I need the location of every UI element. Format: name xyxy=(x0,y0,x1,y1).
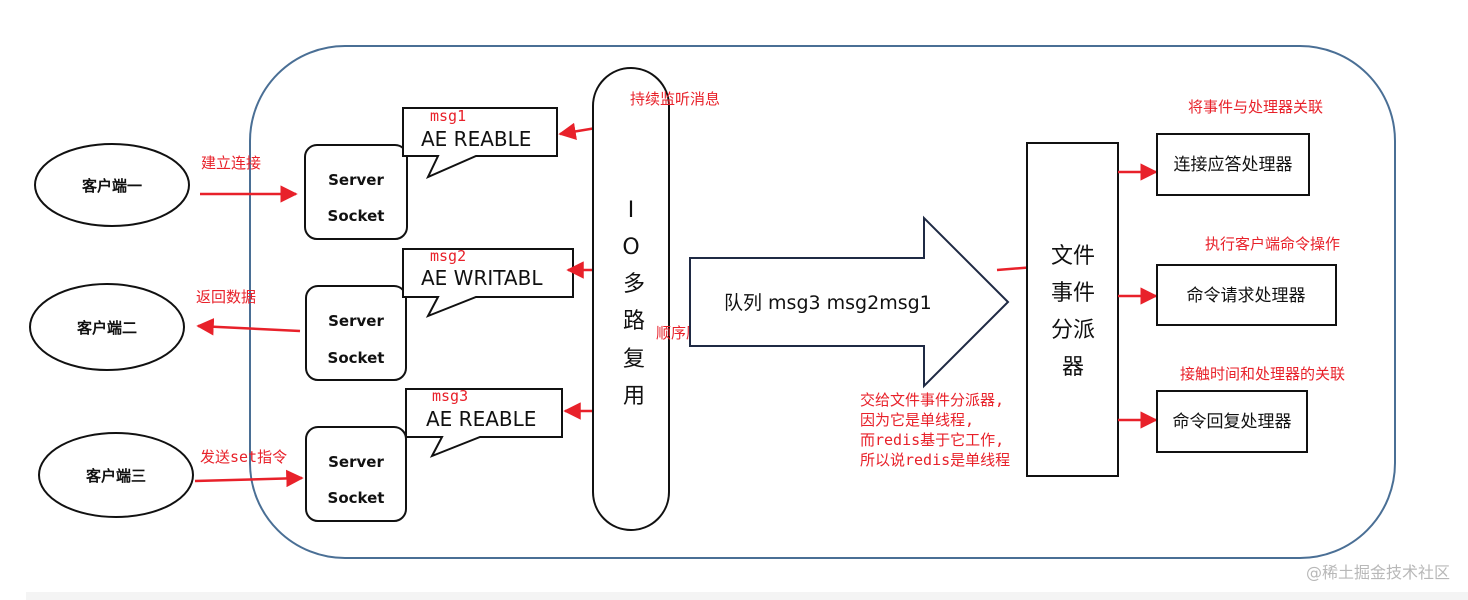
file-event-dispatcher: 文件 事件 分派 器 xyxy=(1026,142,1119,477)
client-3-label: 客户端三 xyxy=(85,467,146,485)
listen-note: 持续监听消息 xyxy=(630,90,720,108)
event-callout-1: msg1 AE REABLE xyxy=(402,107,558,179)
handler-request-label: 命令请求处理器 xyxy=(1187,286,1306,306)
io-char-6: 用 xyxy=(623,384,645,409)
handler-request-note: 执行客户端命令操作 xyxy=(1205,235,1340,253)
queue-arrow: 队列 msg3 msg2msg1 xyxy=(689,215,1010,389)
event-2-msg: msg2 xyxy=(430,247,466,265)
dispatcher-note-line-2: 因为它是单线程, xyxy=(860,411,974,429)
dispatcher-note-line-4: 所以说redis是单线程 xyxy=(860,451,1010,469)
send-command-label: 发送set指令 xyxy=(200,448,287,466)
event-3-type: AE REABLE xyxy=(426,407,536,431)
dispatcher-note-line-1: 交给文件事件分派器, xyxy=(860,391,1004,409)
handler-reply-note: 接触时间和处理器的关联 xyxy=(1180,365,1345,383)
dispatcher-note-line-3: 而redis基于它工作, xyxy=(860,431,1004,449)
dispatcher-line-4: 器 xyxy=(1062,355,1084,380)
server-socket-3-line2: Socket xyxy=(328,489,385,507)
client-1: 客户端一 xyxy=(34,143,190,227)
redis-server-boundary xyxy=(249,45,1396,559)
client-2: 客户端二 xyxy=(29,283,185,371)
io-char-1: I xyxy=(628,198,635,223)
server-socket-1-line1: Server xyxy=(328,171,384,189)
handler-accept-label: 连接应答处理器 xyxy=(1174,155,1293,175)
establish-connection-label: 建立连接 xyxy=(201,154,261,172)
server-socket-1-line2: Socket xyxy=(328,207,385,225)
handler-reply: 命令回复处理器 xyxy=(1156,390,1308,453)
io-char-4: 路 xyxy=(623,309,645,334)
bottom-band xyxy=(26,592,1468,600)
handler-accept: 连接应答处理器 xyxy=(1156,133,1310,196)
server-socket-3: Server Socket xyxy=(305,426,407,522)
watermark: @稀土掘金技术社区 xyxy=(1306,563,1450,582)
io-char-5: 复 xyxy=(623,347,645,372)
io-char-3: 多 xyxy=(623,272,645,297)
server-socket-2-line1: Server xyxy=(328,312,384,330)
return-data-arrow xyxy=(196,318,301,336)
send-command-arrow xyxy=(194,469,304,488)
client-1-label: 客户端一 xyxy=(81,177,142,195)
server-socket-1: Server Socket xyxy=(304,144,408,240)
io-to-event-1-arrow xyxy=(558,122,597,141)
return-data-label: 返回数据 xyxy=(196,288,256,306)
dispatcher-note: 交给文件事件分派器, 因为它是单线程, 而redis基于它工作, 所以说redi… xyxy=(860,391,1010,469)
queue-label: 队列 msg3 msg2msg1 xyxy=(724,292,932,314)
handler-reply-label: 命令回复处理器 xyxy=(1173,412,1292,432)
handler-accept-note: 将事件与处理器关联 xyxy=(1188,98,1323,116)
event-callout-2: msg2 AE WRITABL xyxy=(402,247,574,318)
handler-request: 命令请求处理器 xyxy=(1156,264,1337,326)
io-multiplexer: I O 多 路 复 用 xyxy=(592,67,670,531)
client-3: 客户端三 xyxy=(38,432,194,518)
server-socket-2-line2: Socket xyxy=(328,349,385,367)
event-1-msg: msg1 xyxy=(430,107,466,125)
server-socket-2: Server Socket xyxy=(305,285,407,381)
dispatcher-line-3: 分派 xyxy=(1051,318,1095,343)
client-2-label: 客户端二 xyxy=(76,319,137,337)
event-2-type: AE WRITABL xyxy=(421,266,543,290)
io-char-2: O xyxy=(622,235,639,260)
event-1-type: AE REABLE xyxy=(421,127,531,151)
dispatcher-line-1: 文件 xyxy=(1051,244,1095,269)
server-socket-3-line1: Server xyxy=(328,453,384,471)
event-3-msg: msg3 xyxy=(432,387,468,405)
dispatcher-line-2: 事件 xyxy=(1051,281,1095,306)
event-callout-3: msg3 AE REABLE xyxy=(405,387,563,458)
